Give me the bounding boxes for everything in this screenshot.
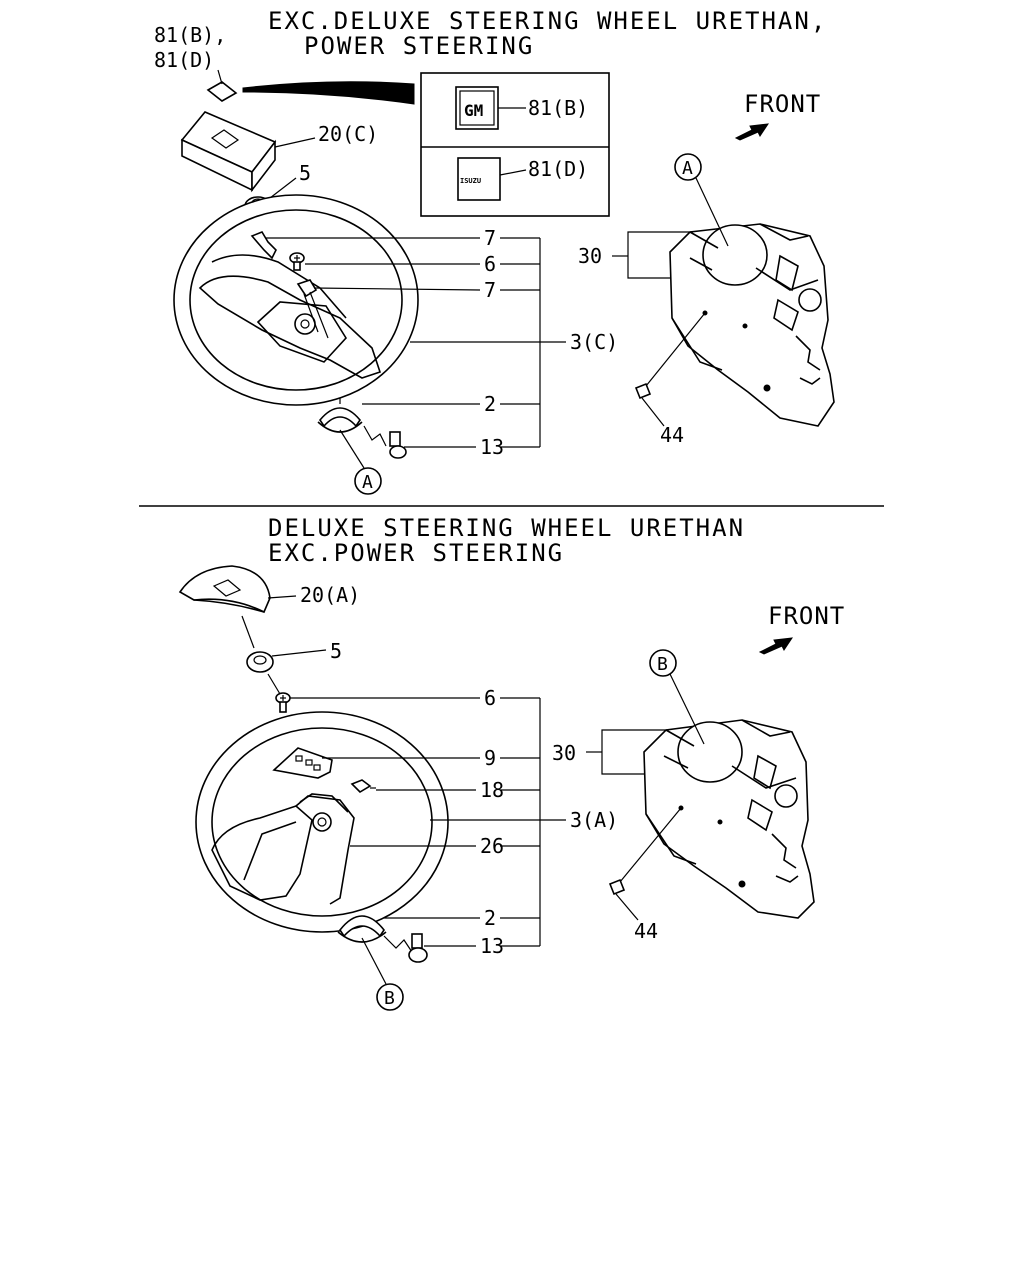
callout-5: 5 [299, 161, 311, 185]
callout-bracket-1 [500, 237, 541, 448]
callout-20a: 20(A) [300, 583, 360, 607]
nut-5-b [246, 651, 274, 673]
callout-44-b: 44 [634, 919, 658, 943]
callout-6-b: 6 [484, 686, 496, 710]
callout-3a: 3(A) [570, 808, 618, 832]
gm-logo-text: GM [464, 101, 483, 120]
section-1: EXC.DELUXE STEERING WHEEL URETHAN, POWER… [154, 7, 835, 495]
ref-marker-b-wheel: B [376, 983, 404, 1011]
bolt-13 [363, 425, 407, 459]
callout-9: 9 [484, 746, 496, 770]
steering-wheel-3c [173, 194, 419, 406]
callout-6: 6 [484, 252, 496, 276]
callout-2-b: 2 [484, 906, 496, 930]
front-arrow-icon-2 [758, 637, 794, 655]
section-2: DELUXE STEERING WHEEL URETHAN EXC.POWER … [178, 514, 845, 1011]
front-label-2: FRONT [768, 602, 845, 630]
callout-5-b: 5 [330, 639, 342, 663]
ref-marker-a-column-text: A [682, 158, 693, 179]
ref-marker-a-column: A [674, 153, 702, 181]
emblem-box: GM 81(B) ISUZU 81(D) [420, 72, 610, 217]
column-cover-30 [669, 223, 835, 427]
screw-44-b [608, 807, 682, 896]
callout-3c: 3(C) [570, 330, 618, 354]
callout-7a: 7 [484, 226, 496, 250]
front-label-1: FRONT [744, 90, 821, 118]
emblem-callout-label-2: 81(D) [154, 48, 214, 72]
callout-30: 30 [578, 244, 602, 268]
callout-44: 44 [660, 423, 684, 447]
ref-marker-b-wheel-text: B [384, 988, 395, 1009]
ref-marker-a-wheel-text: A [362, 472, 373, 493]
screw-6 [289, 252, 305, 271]
clip-7b [296, 279, 329, 339]
callout-2: 2 [484, 392, 496, 416]
isuzu-logo: ISUZU [457, 157, 501, 201]
callout-81d: 81(D) [528, 157, 588, 181]
section-2-title-line1: DELUXE STEERING WHEEL URETHAN [268, 514, 745, 542]
section-1-title-line2: POWER STEERING [304, 32, 534, 60]
cover-2 [317, 398, 363, 433]
steering-wheel-3a [195, 711, 449, 933]
cover-2-b [337, 915, 387, 943]
callout-81b: 81(B) [528, 96, 588, 120]
isuzu-logo-text: ISUZU [460, 177, 481, 185]
column-cover-30-b [643, 719, 815, 919]
emblem-part [206, 69, 238, 102]
emblem-callout-label: 81(B), [154, 23, 226, 47]
callout-7b: 7 [484, 278, 496, 302]
section-2-title-line2: EXC.POWER STEERING [268, 539, 564, 567]
horn-pad-20c [180, 111, 277, 193]
front-arrow-icon-1 [734, 123, 770, 141]
callout-30-b: 30 [552, 741, 576, 765]
callout-20c: 20(C) [318, 122, 378, 146]
gm-logo: GM [455, 86, 499, 130]
clip-7a [250, 231, 277, 260]
ref-marker-b-column: B [649, 649, 677, 677]
emblem-pointer-arrow [242, 81, 415, 105]
callout-bracket-2 [500, 697, 541, 947]
ref-marker-b-column-text: B [657, 654, 668, 675]
ref-marker-a-wheel: A [354, 467, 382, 495]
connector-18 [350, 779, 376, 794]
screw-6-b [275, 692, 291, 713]
section-1-title-line1: EXC.DELUXE STEERING WHEEL URETHAN, [268, 7, 827, 35]
screw-44 [634, 312, 706, 400]
bracket-9 [272, 747, 333, 779]
bolt-13-b [383, 933, 428, 963]
horn-pad-20a [178, 565, 271, 614]
